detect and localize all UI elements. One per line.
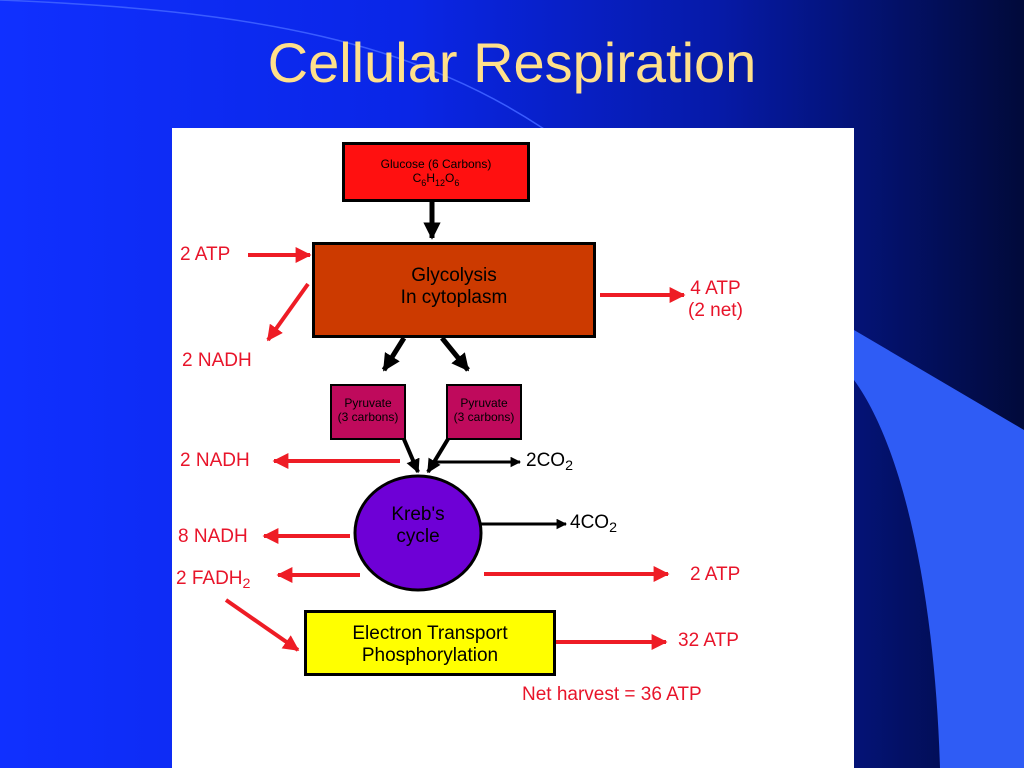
label-2co2: 2CO2: [526, 450, 574, 474]
label-2nadh-pyruvate: 2 NADH: [180, 450, 250, 471]
krebs-cycle-circle: [353, 474, 483, 592]
label-2nadh-glycolysis: 2 NADH: [182, 350, 252, 371]
glucose-label: Glucose (6 Carbons): [380, 157, 492, 171]
arrow-glycolysis-to-pyruvate-right: [440, 336, 470, 372]
label-2fadh2: 2 FADH2: [176, 568, 251, 592]
pyruvate-left-label: Pyruvate: [344, 396, 392, 410]
diagram-arrows: [224, 200, 686, 652]
glycolysis-box: Glycolysis In cytoplasm: [312, 242, 596, 338]
etc-label-2: Phosphorylation: [361, 645, 499, 666]
label-net-harvest: Net harvest = 36 ATP: [522, 684, 702, 705]
slide-title: Cellular Respiration: [267, 31, 757, 94]
pyruvate-right-carbons: (3 carbons): [453, 410, 515, 424]
pyruvate-box-right: Pyruvate (3 carbons): [446, 384, 522, 440]
label-4atp: 4 ATP (2 net): [688, 278, 743, 321]
decor-curve: [0, 0, 561, 141]
electron-transport-box: Electron Transport Phosphorylation: [304, 610, 556, 676]
glucose-formula: C6H12O6: [412, 171, 460, 188]
krebs-label: Kreb's cycle: [391, 504, 445, 547]
label-32atp: 32 ATP: [678, 630, 739, 651]
pyruvate-left-carbons: (3 carbons): [337, 410, 399, 424]
arrow-glycolysis-to-pyruvate-left: [381, 336, 407, 372]
etc-label: Electron Transport: [352, 623, 508, 644]
diagram-panel: Glucose (6 Carbons) C6H12O6 Glycolysis I…: [172, 128, 854, 768]
glucose-box: Glucose (6 Carbons) C6H12O6: [342, 142, 530, 202]
glycolysis-location: In cytoplasm: [400, 287, 508, 308]
label-4co2: 4CO2: [570, 512, 618, 536]
arrow-nadh-glycolysis: [266, 282, 310, 342]
label-2atp-in: 2 ATP: [180, 244, 231, 265]
pyruvate-right-label: Pyruvate: [460, 396, 508, 410]
decor-wedge: [854, 330, 1024, 768]
arrow-fadh-to-etc: [224, 598, 300, 652]
pyruvate-box-left: Pyruvate (3 carbons): [330, 384, 406, 440]
label-2atp-krebs: 2 ATP: [690, 564, 741, 585]
glycolysis-label: Glycolysis: [411, 265, 497, 286]
label-8nadh: 8 NADH: [178, 526, 248, 547]
